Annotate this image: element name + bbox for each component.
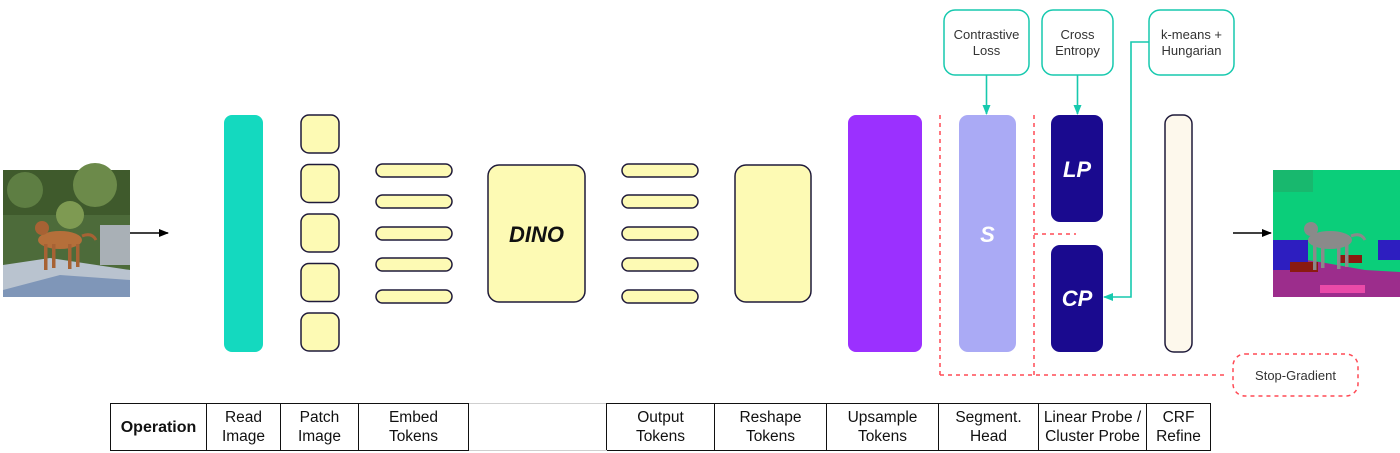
- svg-text:Hungarian: Hungarian: [1162, 43, 1222, 58]
- dino-label: DINO: [509, 222, 564, 247]
- stop-gradient-lines: [939, 115, 1226, 376]
- op-segment-head: Segment.Head: [938, 403, 1039, 451]
- svg-text:Loss: Loss: [973, 43, 1001, 58]
- reshape-tokens-block: [734, 164, 812, 303]
- patch-image-block: [300, 114, 340, 352]
- linear-probe-block: [1051, 115, 1103, 222]
- op-linear-cluster-probe: Linear Probe /Cluster Probe: [1038, 403, 1147, 451]
- read-image-block: [224, 115, 263, 352]
- segmentation-output-thumbnail: [1273, 170, 1400, 297]
- embed-tokens-block: [375, 163, 453, 304]
- upsample-block: [848, 115, 922, 352]
- stop-gradient-box: [1232, 353, 1359, 397]
- pipeline-diagram: DINO Stop-Gradient S LP CP Contrastive L…: [3, 9, 1400, 397]
- svg-text:Cross: Cross: [1061, 27, 1095, 42]
- operation-header: Operation: [110, 403, 207, 451]
- linear-probe-label: LP: [1063, 157, 1091, 182]
- crf-block: [1164, 114, 1193, 353]
- segment-head-label: S: [980, 222, 995, 247]
- kmeans-arrow-icon: [1103, 41, 1149, 301]
- dog-photo-thumbnail: [3, 163, 130, 297]
- kmeans-hungarian-box: k-means + Hungarian: [1148, 9, 1235, 76]
- op-dino-empty: [468, 403, 607, 451]
- cluster-probe-block: [1051, 245, 1103, 352]
- output-tokens-block: [621, 163, 699, 304]
- contrastive-loss-box: Contrastive Loss: [943, 9, 1030, 76]
- cluster-probe-label: CP: [1062, 286, 1093, 311]
- svg-text:k-means +: k-means +: [1161, 27, 1222, 42]
- svg-text:Contrastive: Contrastive: [954, 27, 1020, 42]
- cross-entropy-box: Cross Entropy: [1041, 9, 1114, 76]
- stop-gradient-label: Stop-Gradient: [1255, 368, 1336, 383]
- segment-head-block: [959, 115, 1016, 352]
- svg-text:Entropy: Entropy: [1055, 43, 1100, 58]
- dino-block: [487, 164, 586, 303]
